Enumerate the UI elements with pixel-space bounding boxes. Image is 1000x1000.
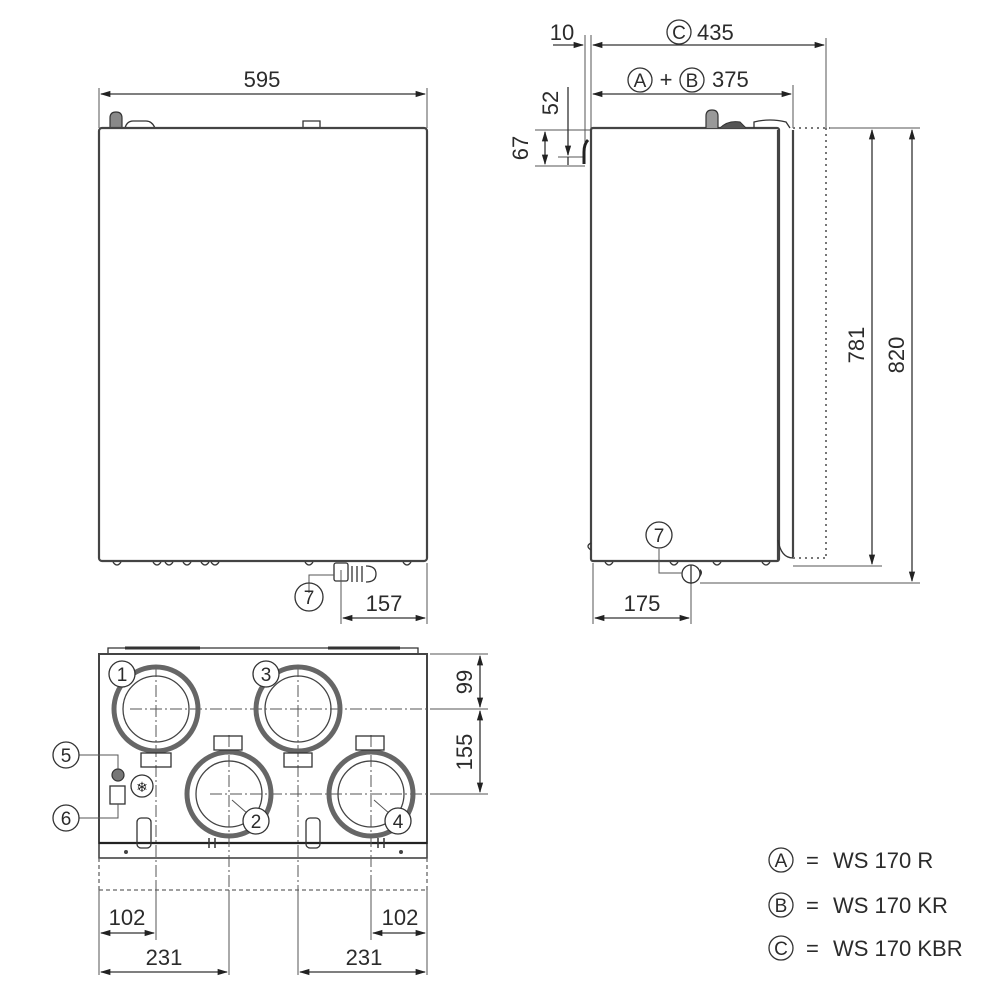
port-2: 2: [184, 735, 274, 839]
right-inner-label: 102: [382, 905, 419, 930]
port-3-label: 3: [261, 665, 272, 686]
marker-a-circle: [627, 67, 653, 93]
legend-marker: C: [774, 939, 788, 960]
legend-equals: =: [806, 848, 819, 873]
unit-body-front: [97, 126, 429, 563]
legend-equals: =: [806, 936, 819, 961]
height-781-label: 781: [844, 327, 869, 364]
port-4: 4: [326, 735, 416, 839]
legend-item-a: A = WS 170 R: [768, 847, 933, 873]
row-spacing-top-label: 99: [452, 670, 477, 694]
top-fitting-icon: [124, 120, 156, 129]
marker-a: A: [634, 71, 647, 92]
legend-marker: B: [775, 896, 788, 917]
port-4-label: 4: [393, 812, 404, 833]
top-fitting-icon: [109, 111, 123, 128]
plus-sign: +: [660, 67, 673, 92]
legend-marker: A: [775, 851, 788, 872]
port-1-label: 1: [117, 665, 128, 686]
marker-b: B: [686, 71, 699, 92]
port-2-label: 2: [251, 812, 262, 833]
snowflake-icon: ❄: [136, 779, 148, 795]
marker-c: C: [672, 23, 686, 44]
marker-c-circle: [666, 19, 692, 45]
port-1: 1: [108, 660, 201, 768]
legend-model: WS 170 R: [833, 848, 933, 873]
port-6-label: 6: [61, 809, 72, 830]
wall-bracket-icon: [582, 138, 590, 164]
connector-offset-label: 175: [624, 591, 661, 616]
top-view: 1 3 2 4 ❄: [52, 646, 490, 976]
socket-icon: [111, 768, 125, 782]
legend: A = WS 170 R B = WS 170 KR C = WS 170 KB…: [768, 847, 963, 961]
depth-ab-label: 375: [712, 67, 749, 92]
port-3: 3: [252, 660, 343, 768]
unit-body-side: [589, 126, 781, 563]
callout-7: 7: [304, 588, 315, 609]
condensate-connector-icon: [333, 562, 377, 583]
right-outer-label: 231: [346, 945, 383, 970]
left-inner-label: 102: [109, 905, 146, 930]
top-fitting-icon: [302, 120, 321, 128]
port-5-label: 5: [61, 746, 72, 767]
row-spacing-label: 155: [452, 734, 477, 771]
width-label: 595: [244, 67, 281, 92]
legend-model: WS 170 KR: [833, 893, 948, 918]
wall-gap-label: 10: [550, 20, 574, 45]
marker-b-circle: [679, 67, 705, 93]
bracket-52-label: 52: [538, 91, 563, 115]
side-view: 10 C 435 A + B 375 52 67: [508, 19, 920, 624]
legend-equals: =: [806, 893, 819, 918]
callout-7: 7: [654, 526, 665, 547]
depth-c-label: 435: [697, 20, 734, 45]
connector-offset-label: 157: [366, 591, 403, 616]
legend-model: WS 170 KBR: [833, 936, 963, 961]
height-820-label: 820: [884, 337, 909, 374]
callout-7-circle: [294, 582, 324, 612]
bracket-67-label: 67: [508, 136, 533, 160]
front-view: 595 7 157: [97, 67, 429, 624]
legend-item-c: C = WS 170 KBR: [768, 935, 963, 961]
left-outer-label: 231: [146, 945, 183, 970]
legend-item-b: B = WS 170 KR: [768, 892, 948, 918]
